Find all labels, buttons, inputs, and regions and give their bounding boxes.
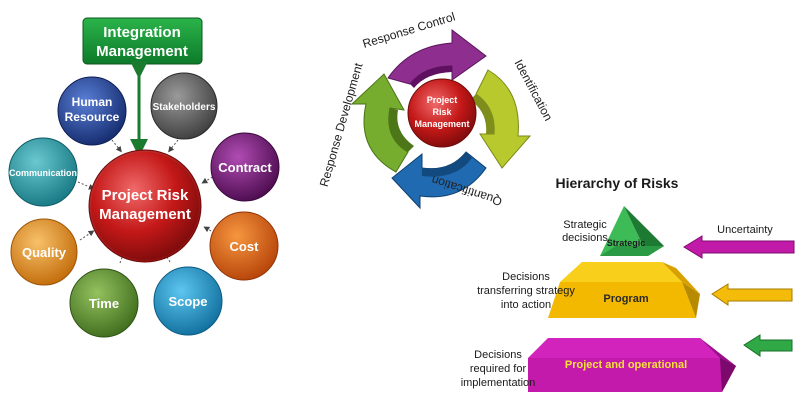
cycle-center-line1: Project <box>427 95 458 105</box>
note-project: Decisions required for implementation <box>461 349 536 389</box>
hierarchy-of-risks: Hierarchy of Risks Project and operation… <box>461 175 795 392</box>
scope-label: Scope <box>168 294 207 309</box>
contract-label: Contract <box>218 160 272 175</box>
center-line1: Project Risk <box>102 187 189 204</box>
node-human-resource: Human Resource <box>57 76 127 146</box>
level-strategic-label: Strategic <box>607 238 646 248</box>
level-program-label: Program <box>603 293 648 305</box>
quality-label: Quality <box>22 245 67 260</box>
node-scope: Scope <box>153 266 223 336</box>
uncertainty-arrow-yellow <box>711 283 793 306</box>
node-quality: Quality <box>10 218 78 286</box>
integration-management-box: Integration Management <box>82 17 203 65</box>
integration-line2: Management <box>96 43 188 60</box>
uncertainty-arrow-magenta <box>683 235 795 259</box>
uncertainty-arrow-green <box>743 334 793 357</box>
level-project-operational: Project and operational <box>528 338 736 392</box>
note-project-line1: Decisions <box>474 349 522 361</box>
cycle-center-line2: Risk <box>432 107 452 117</box>
note-strategic: Strategic decisions <box>562 219 608 244</box>
stakeholders-label: Stakeholders <box>153 102 216 113</box>
note-project-line2: required for <box>470 363 527 375</box>
note-program: Decisions transferring strategy into act… <box>477 271 575 311</box>
level-strategic: Strategic <box>600 206 664 256</box>
human-resource-line1: Human <box>72 95 113 109</box>
cycle-arrow-response-development <box>350 73 409 173</box>
node-communication: Communication <box>8 137 78 207</box>
cost-label: Cost <box>230 239 260 254</box>
node-time: Time <box>69 268 139 338</box>
cycle-arrow-identification <box>475 69 532 169</box>
note-project-line3: implementation <box>461 377 536 389</box>
node-contract: Contract <box>210 132 280 202</box>
note-program-line2: transferring strategy <box>477 285 575 297</box>
communication-label: Communication <box>9 168 77 178</box>
node-cost: Cost <box>209 211 279 281</box>
hierarchy-title: Hierarchy of Risks <box>556 175 679 191</box>
label-response-development: Response Development <box>317 61 366 189</box>
note-program-line1: Decisions <box>502 271 550 283</box>
label-identification: Identification <box>512 57 556 123</box>
note-strategic-line2: decisions <box>562 232 608 244</box>
human-resource-line2: Resource <box>65 110 120 124</box>
time-label: Time <box>89 296 119 311</box>
note-strategic-line1: Strategic <box>563 219 607 231</box>
level-program: Program <box>548 262 700 318</box>
cycle-center-line3: Management <box>414 119 469 129</box>
left-risk-diagram: Integration Management Human Resource St… <box>8 17 280 338</box>
uncertainty-label: Uncertainty <box>717 224 773 236</box>
note-program-line3: into action <box>501 299 551 311</box>
center-project-risk-management: Project Risk Management <box>88 149 202 263</box>
cycle-center: Project Risk Management <box>407 78 477 148</box>
integration-line1: Integration <box>103 24 181 41</box>
level-project-label: Project and operational <box>565 359 687 371</box>
risk-cycle-diagram: Project Risk Management Response Control… <box>317 9 556 210</box>
center-line2: Management <box>99 206 191 223</box>
node-stakeholders: Stakeholders <box>150 72 218 140</box>
